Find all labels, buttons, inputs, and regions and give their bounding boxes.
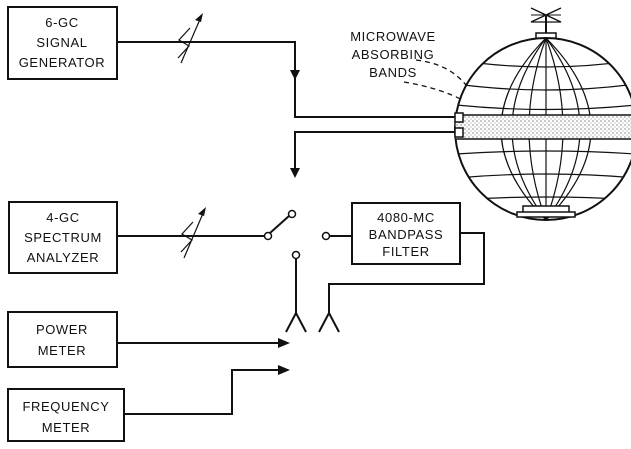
bandpass-filter-line-2: BANDPASS — [369, 227, 444, 242]
switch-contact — [291, 250, 301, 260]
signal-generator-box: 6-GC SIGNAL GENERATOR — [7, 6, 118, 80]
power-meter-box: POWER METER — [7, 311, 118, 368]
frequency-meter-line-2: METER — [42, 420, 91, 435]
frequency-meter-box: FREQUENCY METER — [7, 388, 125, 442]
filter-output-wire — [328, 232, 485, 313]
spectrum-analyzer-box: 4-GC SPECTRUM ANALYZER — [8, 201, 118, 274]
power-meter-line-1: POWER — [36, 322, 88, 337]
switch-contact — [321, 231, 331, 241]
coupler-port — [454, 112, 464, 123]
attenuator-icon — [180, 207, 206, 259]
spectrum-analyzer-line-2: SPECTRUM — [24, 230, 102, 245]
switch-contact — [287, 209, 297, 219]
probe-wires — [285, 259, 340, 333]
power-meter-wire — [117, 338, 290, 348]
arrow-down-icon — [290, 70, 300, 80]
callout-line-2: ABSORBING — [352, 47, 435, 62]
microwave-absorbing-bands-callout: MICROWAVE ABSORBING BANDS — [350, 29, 491, 124]
signal-generator-line-2: SIGNAL — [36, 35, 87, 50]
rf-switch — [117, 209, 352, 260]
power-meter-line-2: METER — [38, 343, 87, 358]
satellite-sphere — [454, 7, 631, 221]
arrow-right-icon — [278, 365, 290, 375]
attenuator-icon — [177, 13, 203, 64]
arrow-right-icon — [278, 338, 290, 348]
arrow-down-icon — [290, 168, 300, 178]
spectrum-analyzer-line-3: ANALYZER — [27, 250, 99, 265]
signal-generator-wire — [117, 41, 462, 118]
bandpass-filter-line-1: 4080-MC — [377, 210, 435, 225]
signal-generator-line-3: GENERATOR — [19, 55, 106, 70]
probe-tip-icon — [285, 310, 307, 333]
bandpass-filter-box: 4080-MC BANDPASS FILTER — [351, 202, 461, 265]
probe-tip-icon — [318, 310, 340, 333]
bandpass-filter-line-3: FILTER — [382, 244, 429, 259]
frequency-meter-line-1: FREQUENCY — [22, 399, 109, 414]
spectrum-analyzer-line-1: 4-GC — [46, 210, 79, 225]
coupler-port — [454, 127, 464, 138]
callout-line-3: BANDS — [369, 65, 417, 80]
switch-contact — [263, 231, 273, 241]
callout-line-1: MICROWAVE — [350, 29, 436, 44]
spectrum-analyzer-wire — [290, 131, 462, 178]
signal-generator-line-1: 6-GC — [45, 15, 78, 30]
frequency-meter-wire — [124, 365, 290, 415]
